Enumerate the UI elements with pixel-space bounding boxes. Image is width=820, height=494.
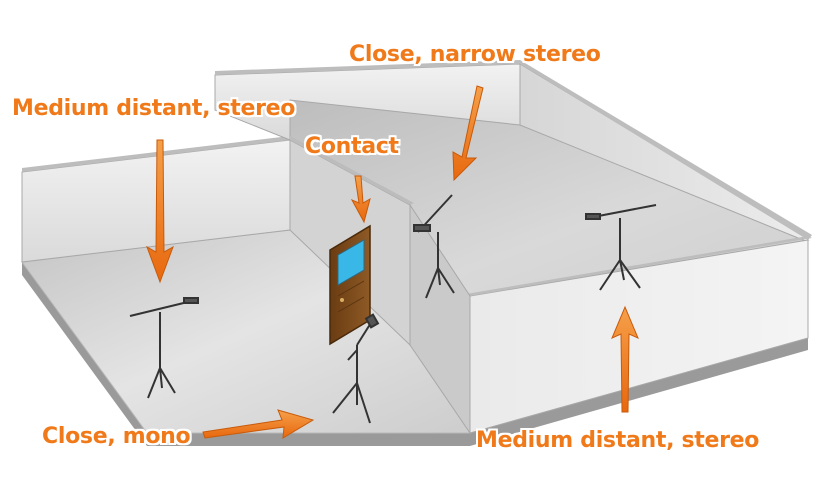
label-medium-distant-stereo-left: Medium distant, stereo [12, 96, 296, 121]
right-room-front-wall [409, 203, 812, 435]
label-close-mono: Close, mono [42, 424, 191, 449]
floor-slab [22, 262, 808, 446]
arrow-icon [202, 409, 315, 439]
door-icon [329, 224, 371, 346]
arrow-icon [350, 175, 371, 224]
arrow-icon [146, 139, 174, 284]
label-close-narrow-stereo: Close, narrow stereo [349, 42, 601, 67]
microphone-stand-icon [332, 313, 380, 424]
label-medium-distant-stereo-right: Medium distant, stereo [476, 428, 760, 453]
arrow-icon [611, 305, 639, 413]
label-contact: Contact [305, 134, 399, 159]
microphone-stand-icon [413, 194, 455, 299]
microphone-stand-icon [585, 204, 657, 291]
microphone-stand-icon [129, 297, 199, 399]
arrow-icon [452, 85, 484, 182]
